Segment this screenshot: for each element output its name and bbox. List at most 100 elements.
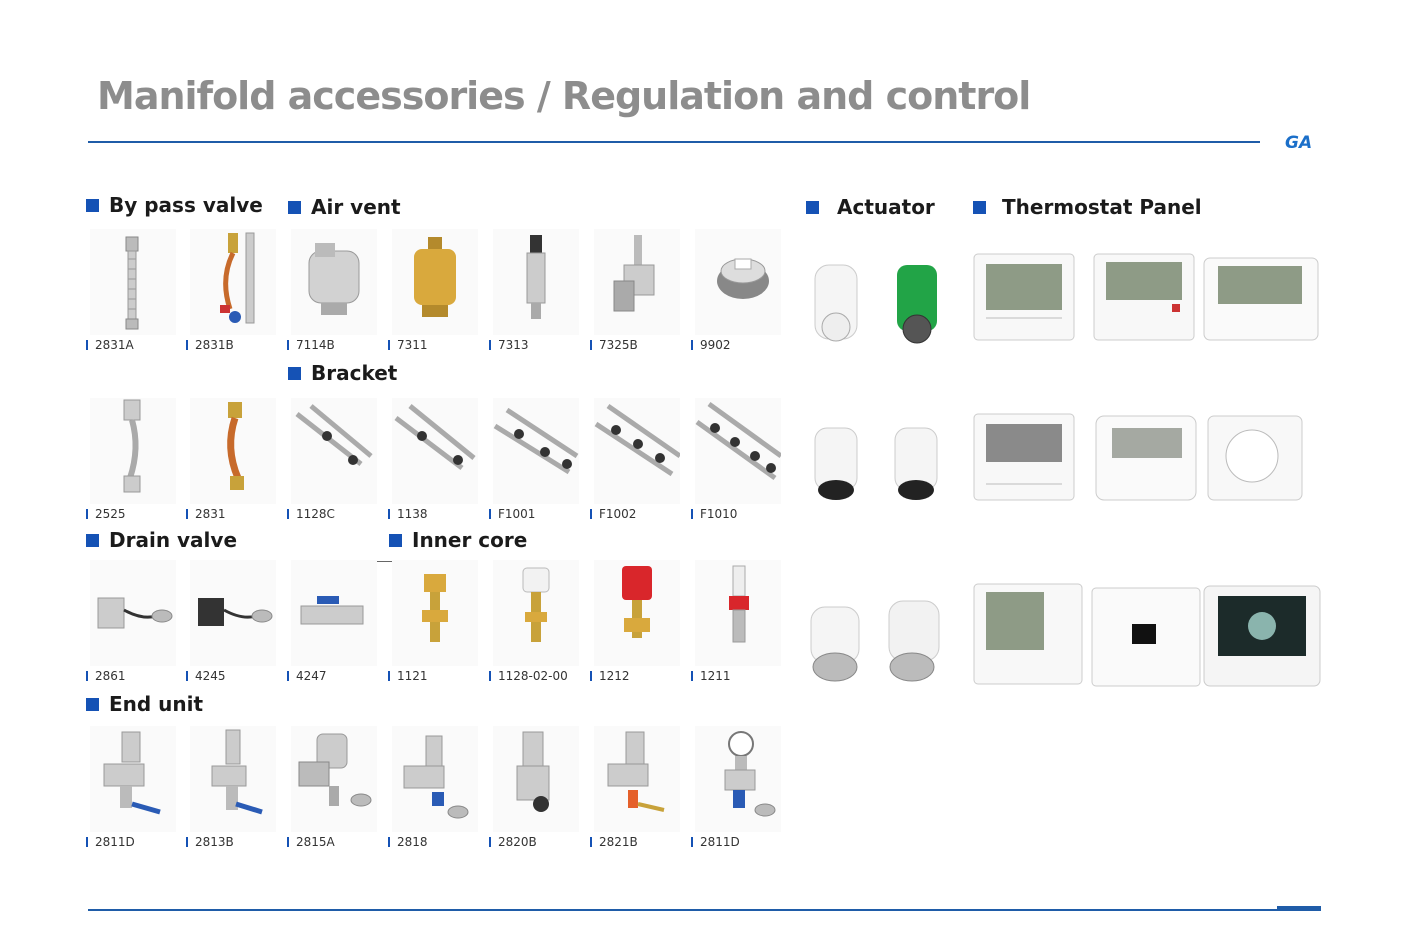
section-air-vent: Air vent (288, 195, 401, 219)
drain-valve-image (291, 560, 377, 666)
bullet-square-icon (86, 533, 99, 547)
product-item: 2861 (86, 560, 176, 688)
bypass-valve-image (190, 229, 276, 335)
product-item: 7114B (287, 229, 377, 357)
thermostat-panel-image (973, 583, 1321, 687)
inner-core-image (392, 560, 478, 666)
end-unit-image (695, 726, 781, 832)
product-item: 2818 (388, 726, 478, 854)
section-bypass-label: By pass valve (109, 193, 263, 217)
section-thermostat-panel: Thermostat Panel (973, 195, 1202, 219)
product-code: 2831B (186, 338, 234, 352)
product-item: 2811D (691, 726, 781, 854)
bracket-image (493, 398, 579, 504)
product-code: 1128C (287, 507, 335, 521)
thermostat-panel-image (973, 253, 1319, 341)
product-code: 2811D (86, 835, 135, 849)
product-code: F1010 (691, 507, 737, 521)
product-item: 7311 (388, 229, 478, 357)
bullet-square-icon (86, 198, 99, 212)
product-code: 2811D (691, 835, 740, 849)
product-code: 7114B (287, 338, 335, 352)
actuator-image (810, 600, 940, 682)
product-code: 1212 (590, 669, 630, 683)
bypass-pipe-image (190, 398, 276, 504)
product-item: F1002 (590, 398, 680, 526)
section-drain-valve: Drain valve (86, 528, 237, 552)
air-vent-image (695, 229, 781, 335)
end-unit-image (190, 726, 276, 832)
product-code: 2831 (186, 507, 226, 521)
end-unit-image (493, 726, 579, 832)
bracket-image (392, 398, 478, 504)
section-actuator-label: Actuator (837, 195, 935, 219)
product-item: 2831A (86, 229, 176, 357)
product-code: 2821B (590, 835, 638, 849)
product-item: 2820B (489, 726, 579, 854)
product-item: 9902 (691, 229, 781, 357)
section-bracket: Bracket (288, 361, 397, 385)
product-code: 7311 (388, 338, 428, 352)
inner-core-image (594, 560, 680, 666)
inner-core-image (493, 560, 579, 666)
bracket-image (695, 398, 781, 504)
product-item: 1121 (388, 560, 478, 688)
product-code: 2820B (489, 835, 537, 849)
actuator-image (814, 427, 938, 500)
inner-core-image (695, 560, 781, 666)
brand-logo: GA (1285, 133, 1313, 153)
product-code: 2861 (86, 669, 126, 683)
product-item: 1211 (691, 560, 781, 688)
product-item: 4247 (287, 560, 377, 688)
product-item: 1128-02-00 (489, 560, 579, 688)
product-code: 1121 (388, 669, 428, 683)
product-code: 2813B (186, 835, 234, 849)
bullet-square-icon (389, 533, 402, 547)
product-item: 4245 (186, 560, 276, 688)
product-code: 7325B (590, 338, 638, 352)
product-code: 1128-02-00 (489, 669, 568, 683)
product-code: 2818 (388, 835, 428, 849)
section-thermostat-label: Thermostat Panel (1002, 195, 1202, 219)
product-item: 7325B (590, 229, 680, 357)
drain-valve-image (90, 560, 176, 666)
bottom-divider (88, 909, 1321, 911)
actuator-image (814, 264, 937, 344)
section-air-vent-label: Air vent (311, 195, 401, 219)
product-item: F1001 (489, 398, 579, 526)
air-vent-image (392, 229, 478, 335)
product-code: 7313 (489, 338, 529, 352)
bottom-divider-accent (1277, 906, 1321, 911)
section-end-unit-label: End unit (109, 692, 204, 716)
product-item: 2831 (186, 398, 276, 526)
product-code: 4245 (186, 669, 226, 683)
section-end-unit: End unit (86, 692, 203, 716)
product-item: 2811D (86, 726, 176, 854)
end-unit-image (392, 726, 478, 832)
page-title: Manifold accessories / Regulation and co… (97, 74, 1031, 118)
product-code: 2525 (86, 507, 126, 521)
end-unit-image (594, 726, 680, 832)
product-item: 1212 (590, 560, 680, 688)
bracket-image (291, 398, 377, 504)
product-code: F1001 (489, 507, 535, 521)
product-item: 2525 (86, 398, 176, 526)
product-item: 2813B (186, 726, 276, 854)
product-item: 2815A (287, 726, 377, 854)
product-code: 2831A (86, 338, 134, 352)
drain-valve-image (190, 560, 276, 666)
end-unit-image (90, 726, 176, 832)
end-unit-image (291, 726, 377, 832)
section-inner-core: Inner core (389, 528, 527, 552)
section-bypass-valve: By pass valve (86, 193, 263, 217)
product-code: 1211 (691, 669, 731, 683)
section-inner-label: Inner core (412, 528, 528, 552)
section-actuator: Actuator (806, 195, 935, 219)
bracket-image (594, 398, 680, 504)
air-vent-image (594, 229, 680, 335)
air-vent-image (291, 229, 377, 335)
product-code: 9902 (691, 338, 731, 352)
product-item: 7313 (489, 229, 579, 357)
section-drain-label: Drain valve (109, 528, 238, 552)
bypass-valve-image (90, 229, 176, 335)
